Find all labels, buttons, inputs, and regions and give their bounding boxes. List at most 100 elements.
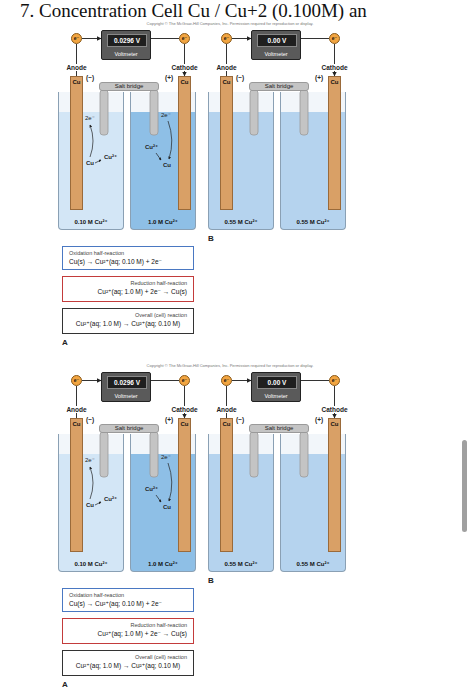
- polarity-sign: (+): [165, 74, 173, 81]
- electrode-metal: Cu: [181, 421, 189, 428]
- electrode-role: Cathode: [171, 406, 199, 413]
- reaction-equation: Cu²⁺(aq; 1.0 M) + 2e⁻ → Cu(s): [98, 630, 187, 637]
- species-label: Cu: [163, 162, 171, 169]
- wire: [151, 380, 179, 381]
- electrode-role: Cathode: [171, 64, 199, 71]
- meter-label: Voltmeter: [264, 51, 287, 57]
- oxidation-box: Oxidation half-reactionCu(s) → Cu²⁺(aq; …: [62, 246, 194, 270]
- box-heading: Reduction half-reaction: [130, 622, 187, 628]
- electron-symbol: e⁻: [224, 36, 229, 42]
- box-heading: Reduction half-reaction: [130, 280, 187, 286]
- electron-badge: e⁻: [329, 33, 340, 44]
- concentration-label: 0.55 M Cu²⁺: [224, 219, 257, 226]
- electron-symbol: e⁻: [332, 36, 337, 42]
- species-label: Cu: [86, 502, 94, 509]
- concentration-label: 0.10 M Cu²⁺: [74, 219, 107, 226]
- oxidation-box: Oxidation half-reactionCu(s) → Cu²⁺(aq; …: [62, 588, 194, 612]
- copyright-note: Copyright © The McGraw-Hill Companies, I…: [147, 22, 314, 27]
- electron-badge: e⁻: [221, 33, 232, 44]
- concentration-label: 0.55 M Cu²⁺: [296, 219, 329, 226]
- bridge-label: Salt bridge: [265, 425, 294, 432]
- wire: [151, 38, 179, 39]
- electron-symbol: e⁻: [74, 378, 79, 384]
- figure-copy: [59, 90, 345, 229]
- polarity-sign: (−): [236, 74, 244, 81]
- voltage-reading: 0.00 V: [268, 379, 287, 386]
- salt-bridge: Salt bridge: [99, 82, 159, 91]
- box-heading: Oxidation half-reaction: [69, 250, 124, 256]
- copper-electrode: Cu: [70, 418, 83, 552]
- concentration-label: 1.0 M Cu²⁺: [148, 561, 178, 568]
- species-label: Cu²⁺: [145, 486, 158, 493]
- electrode-role: Cathode: [321, 406, 349, 413]
- voltmeter-display: 0.00 V: [257, 34, 297, 47]
- reduction-box: Reduction half-reactionCu²⁺(aq; 1.0 M) +…: [62, 618, 194, 644]
- concentration-label: 0.55 M Cu²⁺: [296, 561, 329, 568]
- voltmeter-display: 0.0296 V: [107, 376, 147, 389]
- panel-letter: B: [208, 576, 214, 585]
- voltmeter: Voltmeter 0.0296 V: [101, 30, 151, 60]
- overall-reaction-box: Overall (cell) reactionCu²⁺(aq; 1.0 M) →…: [62, 308, 194, 334]
- voltage-reading: 0.0296 V: [114, 37, 140, 44]
- copper-electrode: Cu: [328, 76, 341, 210]
- polarity-sign: (−): [86, 74, 94, 81]
- copper-electrode: Cu: [178, 418, 191, 552]
- electron-badge: e⁻: [179, 375, 190, 386]
- box-heading: Overall (cell) reaction: [135, 654, 187, 660]
- wire: [301, 38, 329, 39]
- meter-label: Voltmeter: [114, 51, 137, 57]
- bridge-label: Salt bridge: [115, 425, 144, 432]
- scrollbar: [462, 440, 467, 532]
- wire: [82, 380, 101, 381]
- electrode-metal: Cu: [73, 79, 81, 86]
- electrode-metal: Cu: [223, 79, 231, 86]
- electrode-metal: Cu: [331, 79, 339, 86]
- page-title: 7. Concentration Cell Cu / Cu+2 (0.100M)…: [20, 0, 367, 22]
- figure-copy: [59, 432, 345, 571]
- electron-label: 2e⁻: [161, 112, 171, 119]
- wire: [82, 38, 101, 39]
- copper-electrode: Cu: [328, 418, 341, 552]
- reaction-equation: Cu²⁺(aq; 1.0 M) → Cu²⁺(aq; 0.10 M): [76, 320, 180, 327]
- voltmeter: Voltmeter 0.00 V: [251, 30, 301, 60]
- electrode-metal: Cu: [331, 421, 339, 428]
- concentration-label: 0.10 M Cu²⁺: [74, 561, 107, 568]
- polarity-sign: (−): [86, 416, 94, 423]
- copper-electrode: Cu: [178, 76, 191, 210]
- wire: [232, 38, 251, 39]
- meter-label: Voltmeter: [114, 393, 137, 399]
- species-label: Cu²⁺: [145, 144, 158, 151]
- electrode-role: Anode: [65, 406, 87, 413]
- voltmeter: Voltmeter 0.0296 V: [101, 372, 151, 402]
- electron-label: 2e⁻: [85, 115, 95, 122]
- panel-letter: A: [62, 680, 68, 689]
- voltage-reading: 0.00 V: [268, 37, 287, 44]
- electron-symbol: e⁻: [182, 36, 187, 42]
- salt-bridge: Salt bridge: [99, 424, 159, 433]
- species-label: Cu: [163, 504, 171, 511]
- voltage-reading: 0.0296 V: [114, 379, 140, 386]
- electron-badge: e⁻: [329, 375, 340, 386]
- copper-electrode: Cu: [220, 76, 233, 210]
- salt-bridge: Salt bridge: [249, 82, 309, 91]
- beaker: 0.55 M Cu²⁺: [208, 92, 274, 230]
- copper-electrode: Cu: [220, 418, 233, 552]
- species-label: Cu²⁺: [104, 496, 117, 503]
- reduction-box: Reduction half-reactionCu²⁺(aq; 1.0 M) +…: [62, 276, 194, 302]
- species-label: Cu²⁺: [104, 154, 117, 161]
- electrode-role: Anode: [215, 64, 237, 71]
- electrode-role: Anode: [215, 406, 237, 413]
- electron-symbol: e⁻: [74, 36, 79, 42]
- electrode-role: Cathode: [321, 64, 349, 71]
- electrode-metal: Cu: [181, 79, 189, 86]
- box-heading: Oxidation half-reaction: [69, 592, 124, 598]
- electrode-metal: Cu: [223, 421, 231, 428]
- polarity-sign: (+): [315, 416, 323, 423]
- electrode-role: Anode: [65, 64, 87, 71]
- voltmeter-display: 0.0296 V: [107, 34, 147, 47]
- overall-reaction-box: Overall (cell) reactionCu²⁺(aq; 1.0 M) →…: [62, 650, 194, 676]
- concentration-label: 1.0 M Cu²⁺: [148, 219, 178, 226]
- polarity-sign: (+): [315, 74, 323, 81]
- electron-badge: e⁻: [71, 33, 82, 44]
